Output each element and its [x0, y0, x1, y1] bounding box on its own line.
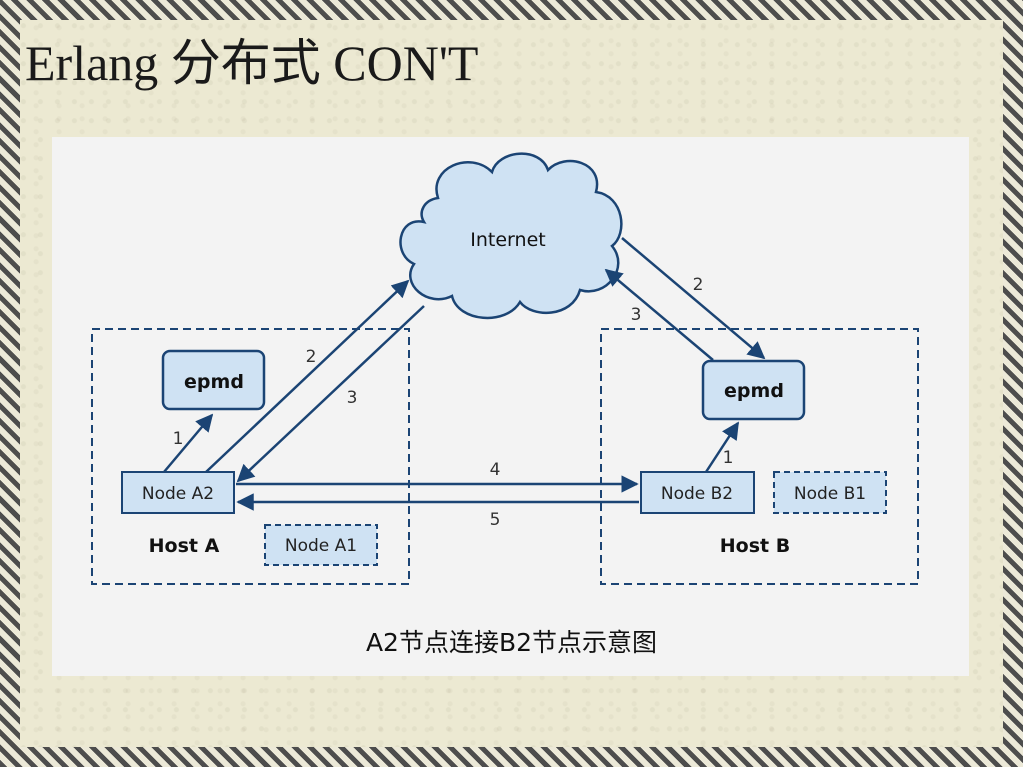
- step-label-b-to-internet: 3: [631, 305, 642, 325]
- node-b1-box: [773, 471, 887, 514]
- node-b2-label: Node B2: [661, 484, 733, 504]
- arrow-a2-to-epmd: [163, 413, 214, 473]
- host-a-epmd-label: epmd: [184, 371, 244, 393]
- node-a2-label: Node A2: [142, 484, 214, 504]
- arrow-b2-to-epmd: [704, 421, 740, 473]
- host-a-epmd-box: [161, 349, 266, 411]
- arrow-b-epmd-to-internet: [604, 268, 714, 361]
- host-b-epmd-box: [701, 359, 806, 421]
- node-a1-box: [264, 524, 378, 566]
- node-b2-box: [640, 471, 755, 514]
- slide-title: Erlang 分布式 CON'T: [25, 35, 479, 91]
- internet-label: Internet: [470, 229, 545, 251]
- node-b1-label: Node B1: [794, 484, 866, 504]
- arrow-a2-to-internet: [205, 279, 410, 473]
- arrow-internet-to-b-epmd: [621, 237, 766, 360]
- node-a2-box: [121, 471, 235, 514]
- step-label-a-to-b: 4: [490, 460, 501, 480]
- internet-cloud: Internet: [399, 152, 623, 320]
- host-b-label: Host B: [720, 535, 790, 557]
- step-label-internet-to-b: 2: [693, 275, 704, 295]
- host-a-container: [91, 328, 410, 585]
- node-a1-label: Node A1: [285, 536, 357, 556]
- host-b-container: [600, 328, 919, 585]
- host-b-epmd-label: epmd: [724, 380, 784, 402]
- step-label-b-to-a: 5: [490, 510, 501, 530]
- arrow-internet-to-a2: [236, 305, 425, 483]
- step-label-a-to-internet: 2: [306, 347, 317, 367]
- host-a-label: Host A: [149, 535, 220, 557]
- step-label-internet-to-a: 3: [347, 388, 358, 408]
- diagram-caption: A2节点连接B2节点示意图: [365, 628, 658, 657]
- step-label-a-register: 1: [173, 429, 184, 449]
- step-label-b-register: 1: [723, 448, 734, 468]
